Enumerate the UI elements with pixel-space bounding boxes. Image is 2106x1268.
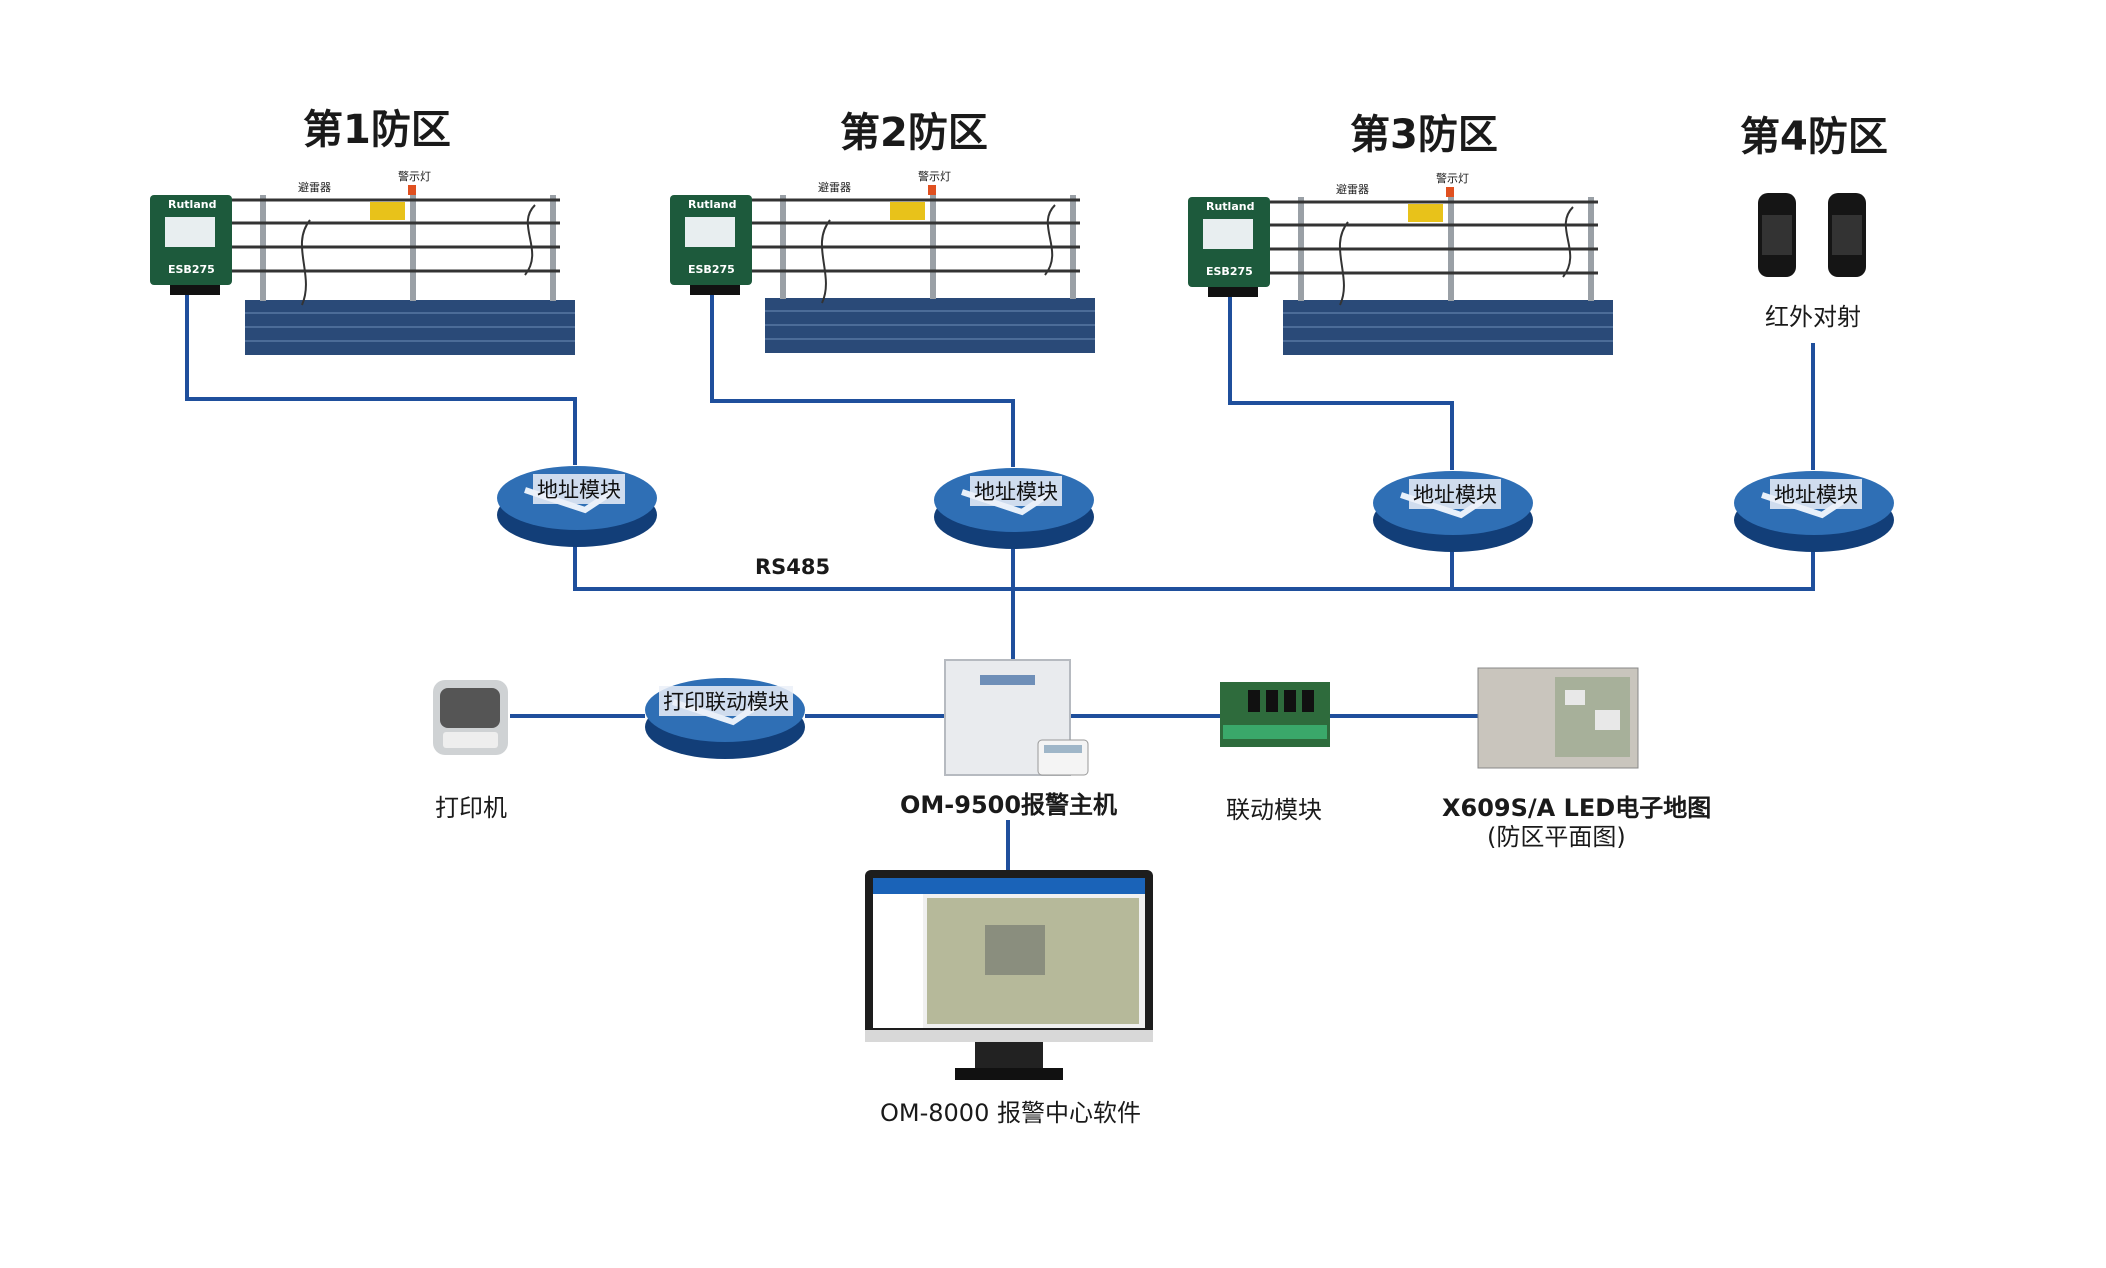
wire-zone1 bbox=[185, 290, 577, 465]
zone-title-3: 第3防区 bbox=[1350, 112, 1498, 158]
address-module-label: 地址模块 bbox=[1770, 479, 1862, 509]
energizer-model: ESB275 bbox=[688, 263, 735, 276]
address-module-1: 地址模块 bbox=[495, 460, 660, 550]
infrared-label: 红外对射 bbox=[1765, 303, 1861, 331]
zone-title-1: 第1防区 bbox=[303, 107, 451, 153]
alarm-host-icon bbox=[944, 659, 1089, 776]
printer-label: 打印机 bbox=[435, 794, 507, 822]
computer-monitor-icon bbox=[865, 870, 1153, 1080]
energizer-model: ESB275 bbox=[168, 263, 215, 276]
zone-title-2: 第2防区 bbox=[840, 110, 988, 156]
wire-zone3 bbox=[1228, 285, 1454, 470]
monitor-device bbox=[865, 870, 1155, 1085]
fence-assembly-2: 避雷器 警示灯 Rutland ESB275 bbox=[665, 165, 1105, 360]
print-module-label: 打印联动模块 bbox=[659, 686, 793, 716]
relay-module-device bbox=[1218, 680, 1333, 750]
wire-zone2 bbox=[710, 285, 1015, 467]
zone-title-4: 第4防区 bbox=[1740, 114, 1888, 160]
address-module-2: 地址模块 bbox=[932, 462, 1097, 552]
energizer-brand: Rutland bbox=[688, 198, 737, 211]
lightning-rod-label: 避雷器 bbox=[298, 181, 331, 194]
led-map-label-line2: (防区平面图) bbox=[1487, 823, 1626, 851]
address-module-label: 地址模块 bbox=[533, 474, 625, 504]
fence-assembly-1: 避雷器 警示灯 Rutland ESB275 bbox=[140, 165, 580, 360]
address-module-3: 地址模块 bbox=[1371, 465, 1536, 555]
printer-device bbox=[428, 670, 518, 760]
lightning-rod-label: 避雷器 bbox=[1336, 183, 1369, 196]
electric-fence-icon bbox=[670, 185, 1095, 353]
alarm-host-label: OM-9500报警主机 bbox=[900, 791, 1118, 819]
relay-module-label: 联动模块 bbox=[1226, 796, 1322, 824]
warning-light-label: 警示灯 bbox=[1436, 172, 1469, 185]
energizer-brand: Rutland bbox=[1206, 200, 1255, 213]
rs485-bus bbox=[573, 535, 1815, 591]
energizer-brand: Rutland bbox=[168, 198, 217, 211]
led-map-icon bbox=[1477, 667, 1639, 769]
rs485-label: RS485 bbox=[755, 555, 831, 579]
infrared-beam-icon bbox=[1758, 193, 1866, 277]
software-label: OM-8000 报警中心软件 bbox=[880, 1099, 1141, 1127]
warning-light-label: 警示灯 bbox=[918, 170, 951, 183]
led-map-label-line1: X609S/A LED电子地图 bbox=[1442, 794, 1712, 822]
relay-board-icon bbox=[1220, 682, 1330, 747]
electric-fence-icon bbox=[150, 185, 575, 355]
address-module-label: 地址模块 bbox=[970, 476, 1062, 506]
alarm-host-device bbox=[940, 655, 1090, 785]
fence-assembly-3: 避雷器 警示灯 Rutland ESB275 bbox=[1183, 167, 1623, 362]
infrared-beam-detector bbox=[1748, 185, 1878, 285]
electric-fence-icon bbox=[1188, 187, 1613, 355]
printer-icon bbox=[433, 680, 508, 755]
address-module-4: 地址模块 bbox=[1732, 465, 1897, 555]
led-map-board-device bbox=[1475, 665, 1640, 770]
warning-light-label: 警示灯 bbox=[398, 170, 431, 183]
address-module-label: 地址模块 bbox=[1409, 479, 1501, 509]
energizer-model: ESB275 bbox=[1206, 265, 1253, 278]
lightning-rod-label: 避雷器 bbox=[818, 181, 851, 194]
print-linkage-module: 打印联动模块 bbox=[643, 672, 808, 762]
